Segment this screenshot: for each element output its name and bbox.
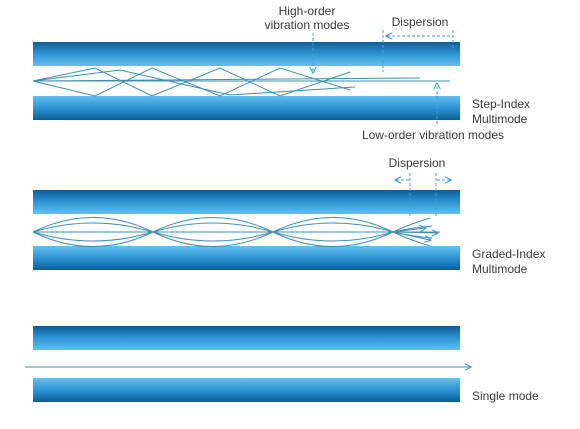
- single-mode-core: [33, 350, 460, 378]
- step-index-high-order-label: High-order: [279, 4, 336, 18]
- graded-index-dispersion-label: Dispersion: [389, 156, 446, 170]
- high-order-ray: [32, 69, 356, 96]
- graded-ray-tip: [392, 232, 437, 233]
- step-index-cladding-bottom: [33, 96, 460, 120]
- low-order-ray: [32, 77, 421, 82]
- graded-index-cladding-bottom: [33, 246, 460, 270]
- step-index-low-order-label: Low-order vibration modes: [362, 128, 504, 142]
- step-index-cladding-top: [33, 42, 460, 66]
- single-mode-cladding-bottom: [33, 378, 460, 402]
- step-index-label: Step-Index: [472, 97, 530, 111]
- graded-index-label: Graded-Index: [472, 247, 545, 261]
- step-index-rays: [32, 67, 450, 97]
- step-index-dispersion-label: Dispersion: [392, 15, 449, 29]
- graded-index-cladding-top: [33, 190, 460, 214]
- single-mode-fiber: Single mode: [25, 326, 539, 403]
- graded-ray-tip: [392, 231, 430, 240]
- graded-index-rays: [32, 217, 440, 247]
- graded-ray-tip: [392, 228, 425, 233]
- single-mode-label: Single mode: [472, 389, 539, 403]
- graded-index-label: Multimode: [472, 262, 528, 276]
- step-index-high-order-label: vibration modes: [265, 18, 350, 32]
- graded-index-fiber: Dispersion Graded-Index Multimode: [32, 156, 545, 276]
- single-mode-cladding-top: [33, 326, 460, 350]
- high-order-ray: [32, 67, 351, 97]
- step-index-fiber: High-order vibration modes Dispersion Lo…: [32, 4, 530, 142]
- step-index-label: Multimode: [472, 112, 528, 126]
